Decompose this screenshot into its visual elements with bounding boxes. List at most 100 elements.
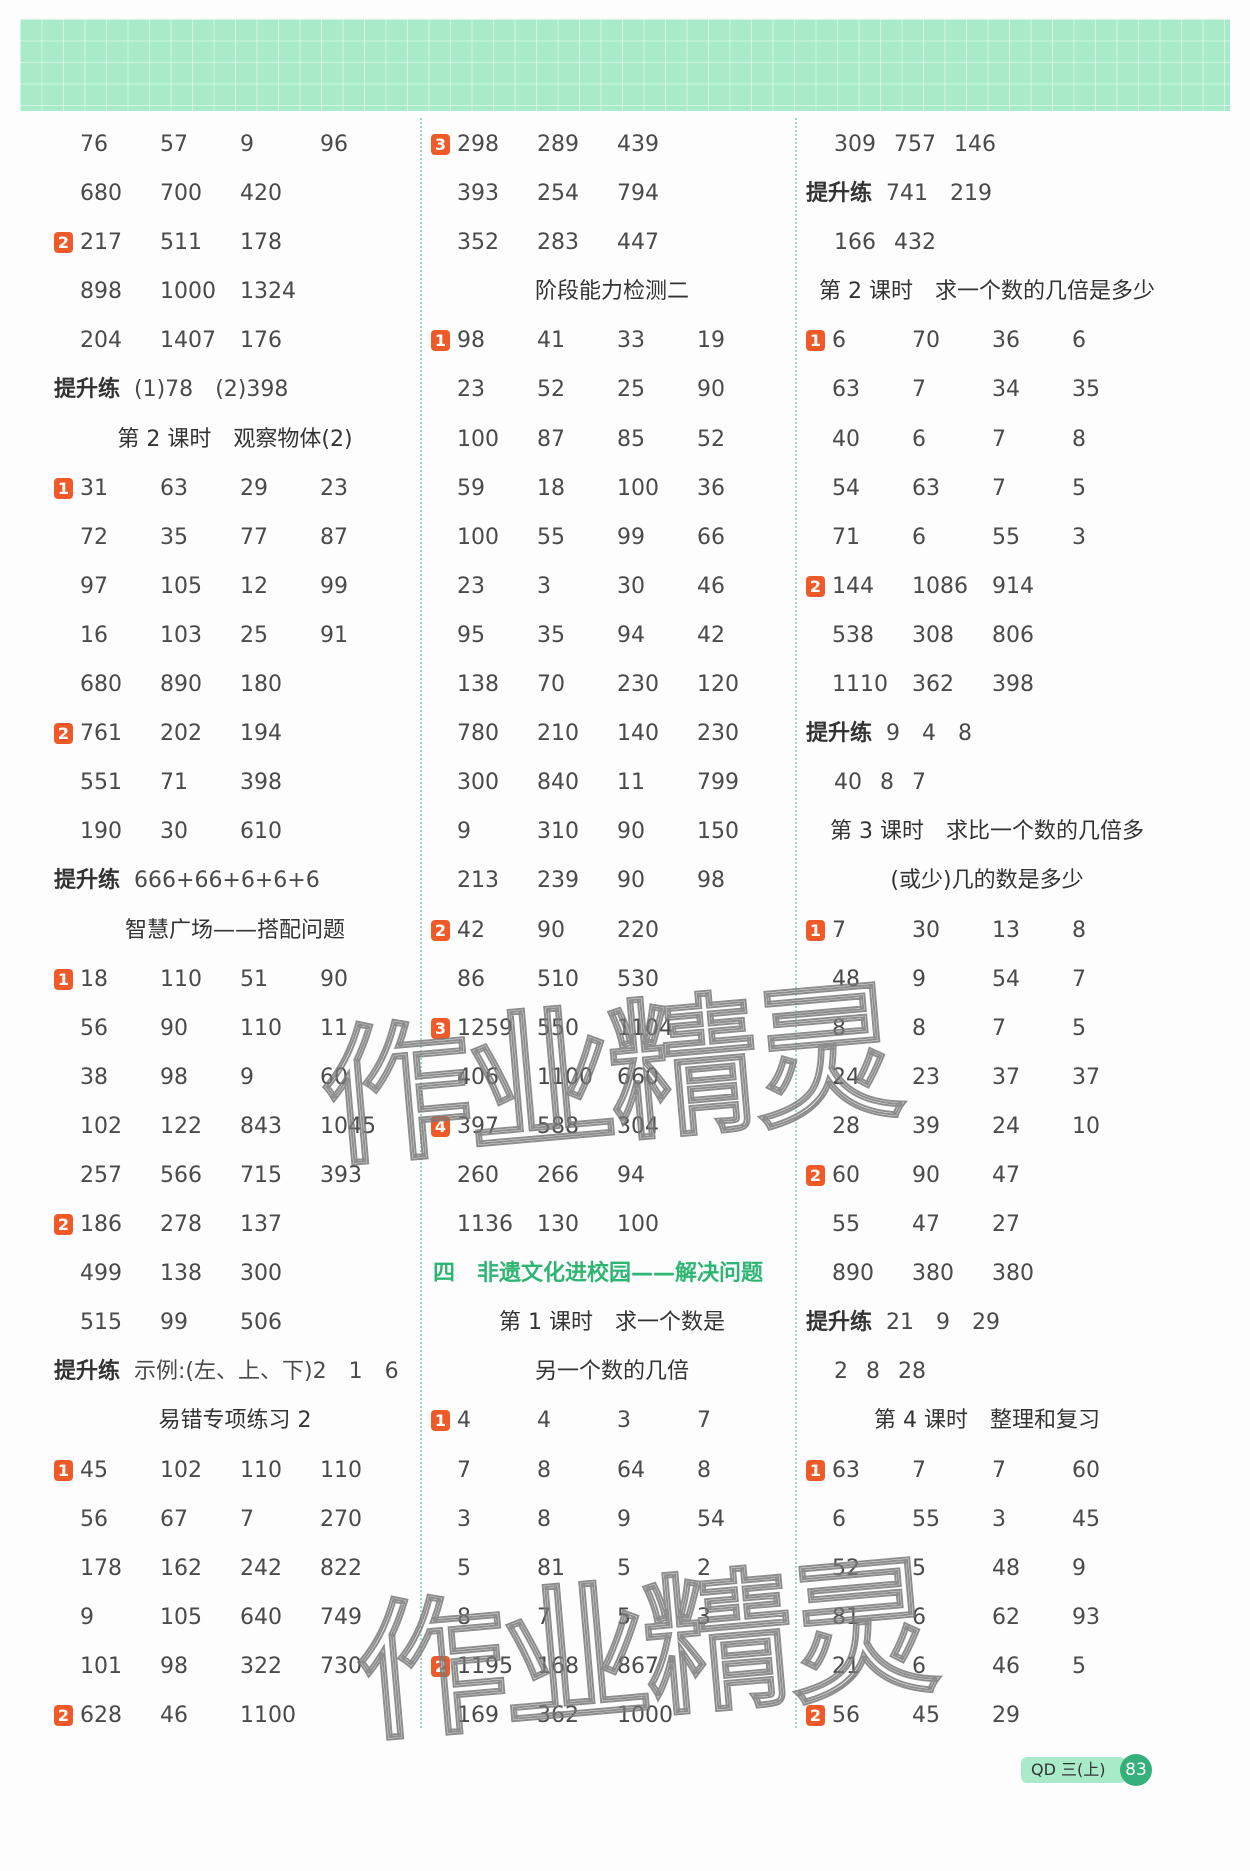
- answer-value: 137: [240, 1212, 282, 1238]
- answer-value: 5: [1072, 1015, 1086, 1041]
- answer-value: 150: [697, 819, 739, 845]
- answer-value: 8: [457, 1604, 471, 1630]
- question-number-badge: 3: [431, 134, 450, 155]
- answer-value: 220: [617, 917, 659, 943]
- lesson-title-text: 第 3 课时 求比一个数的几倍多: [830, 819, 1144, 845]
- answer-value: 204: [80, 328, 122, 354]
- extension-practice-label: 提升练: [54, 868, 121, 894]
- answer-value: 9: [886, 721, 901, 747]
- unit-heading: 四 非遗文化进校园——解决问题: [431, 1249, 793, 1298]
- answer-value: 628: [80, 1703, 122, 1728]
- answer-value: 18: [537, 475, 565, 501]
- answer-value: 566: [160, 1162, 202, 1188]
- lesson-title-text: (或少)几的数是多少: [890, 868, 1084, 894]
- answer-value: 1104: [617, 1015, 673, 1041]
- answer-value: 6: [832, 328, 846, 354]
- answer-value: 42: [697, 622, 725, 648]
- answer-value: 1100: [537, 1064, 593, 1090]
- answer-value: 63: [160, 475, 188, 501]
- answer-value: 700: [160, 181, 202, 207]
- answer-value: 843: [240, 1113, 282, 1139]
- answer-value: 300: [457, 770, 499, 796]
- page-number: 83: [1120, 1754, 1152, 1786]
- answer-value: 190: [80, 819, 122, 845]
- answer-value: 506: [240, 1310, 282, 1336]
- lesson-title-text: 第 2 课时 求一个数的几倍是多少: [819, 279, 1155, 305]
- answer-value: 239: [537, 868, 579, 894]
- answer-value: 46: [697, 573, 725, 599]
- answer-value: 5: [617, 1604, 631, 1630]
- answer-value: 4: [457, 1408, 471, 1434]
- answer-value: 56: [80, 1015, 108, 1041]
- answer-value: 36: [697, 475, 725, 501]
- answer-value: 110: [160, 966, 202, 992]
- answer-value: 178: [80, 1555, 122, 1581]
- answer-value: 71: [832, 524, 860, 550]
- answer-value: 41: [537, 328, 565, 354]
- question-number-badge: 2: [806, 575, 825, 597]
- answer-value: 610: [240, 819, 282, 845]
- answer-value: 749: [320, 1604, 362, 1630]
- answer-value: 45: [912, 1703, 940, 1728]
- answer-value: 29: [992, 1703, 1020, 1728]
- question-number-badge: 1: [806, 1459, 825, 1481]
- answer-value: 867: [617, 1653, 659, 1679]
- answer-value: 7: [832, 917, 846, 943]
- answer-value: 289: [537, 132, 579, 157]
- answer-value: 3: [457, 1506, 471, 1532]
- answer-value: 398: [240, 770, 282, 796]
- answer-value: 3: [537, 573, 551, 599]
- answer-value: 37: [992, 1064, 1020, 1090]
- answer-value: 511: [160, 230, 202, 256]
- answer-value: 1100: [240, 1703, 296, 1728]
- answer-value: 140: [617, 721, 659, 747]
- question-number-badge: 2: [806, 1164, 825, 1186]
- answer-value: 380: [992, 1261, 1034, 1287]
- answer-value: 219: [950, 181, 993, 207]
- answer-value: 298: [457, 132, 499, 157]
- answer-value: 499: [80, 1261, 122, 1287]
- answer-value: 510: [537, 966, 579, 992]
- extension-practice-label: 提升练: [806, 181, 873, 207]
- answer-value: 56: [832, 1703, 860, 1728]
- answer-value: 310: [537, 819, 579, 845]
- question-number-badge: 2: [806, 1705, 825, 1726]
- edition-tag: QD 三(上): [1021, 1757, 1126, 1783]
- answer-value: 120: [697, 672, 739, 698]
- extension-practice-row: 提升练(1)78(2)398: [54, 365, 416, 414]
- answer-value: 67: [160, 1506, 188, 1532]
- lesson-title-text: 第 2 课时 观察物体(2): [117, 426, 353, 452]
- answer-value: 105: [160, 1604, 202, 1630]
- answer-value: 52: [537, 377, 565, 403]
- lesson-title: (或少)几的数是多少: [806, 856, 1168, 905]
- answer-value: 130: [537, 1212, 579, 1238]
- answer-value: 46: [992, 1653, 1020, 1679]
- answer-value: 1259: [457, 1015, 513, 1041]
- answer-value: 52: [697, 426, 725, 452]
- question-number-badge: 1: [806, 919, 825, 941]
